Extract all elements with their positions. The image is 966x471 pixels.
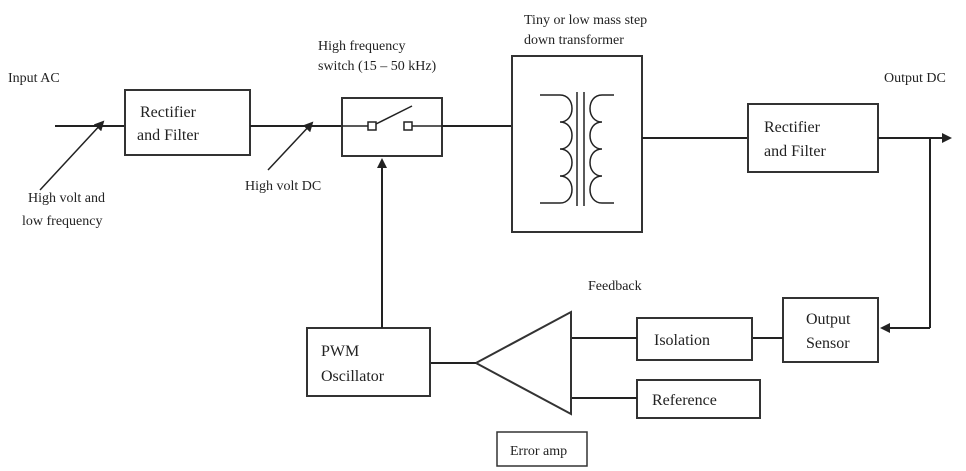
- high-volt-low-freq-label-2: low frequency: [22, 214, 102, 229]
- switch-blade: [375, 105, 413, 125]
- hf-switch-block: [341, 97, 443, 157]
- input-pointer-line: [39, 120, 105, 191]
- high-volt-dc-pointer: [267, 121, 314, 171]
- switch-contact-right: [403, 121, 413, 131]
- error-amp-label-box: [496, 431, 588, 467]
- transformer-label-2: down transformer: [524, 33, 624, 48]
- pwm-oscillator-block: [306, 327, 431, 397]
- output-rectifier-filter-block: [747, 103, 879, 173]
- isolation-label: Isolation: [654, 332, 710, 349]
- hf-switch-label-2: switch (15 – 50 kHz): [318, 59, 437, 74]
- input-rectifier-label-1: Rectifier: [140, 104, 197, 121]
- output-dc-label: Output DC: [884, 71, 946, 86]
- hf-switch-label-1: High frequency: [318, 39, 405, 54]
- isolation-block: [636, 317, 753, 361]
- high-volt-low-freq-label-1: High volt and: [28, 191, 105, 206]
- output-sensor-label-2: Sensor: [806, 335, 850, 352]
- output-rectifier-label-1: Rectifier: [764, 119, 821, 136]
- output-sensor-label-1: Output: [806, 311, 851, 328]
- output-rectifier-label-2: and Filter: [764, 143, 826, 160]
- output-sensor-block: [782, 297, 879, 363]
- pwm-label-2: Oscillator: [321, 368, 385, 385]
- input-ac-label: Input AC: [8, 71, 60, 86]
- pwm-label-1: PWM: [321, 343, 359, 360]
- error-amp-triangle: [473, 310, 572, 416]
- transformer-secondary-coil: [589, 94, 614, 204]
- input-rectifier-label-2: and Filter: [137, 127, 199, 144]
- switch-contact-left: [367, 121, 377, 131]
- transformer-label-1: Tiny or low mass step: [524, 13, 647, 28]
- input-rectifier-filter-block: [124, 89, 251, 156]
- error-amp-label: Error amp: [510, 444, 567, 459]
- feedback-label: Feedback: [588, 279, 642, 294]
- reference-label: Reference: [652, 392, 717, 409]
- high-volt-dc-label: High volt DC: [245, 179, 321, 194]
- transformer-primary-coil: [540, 94, 573, 204]
- reference-block: [636, 379, 761, 419]
